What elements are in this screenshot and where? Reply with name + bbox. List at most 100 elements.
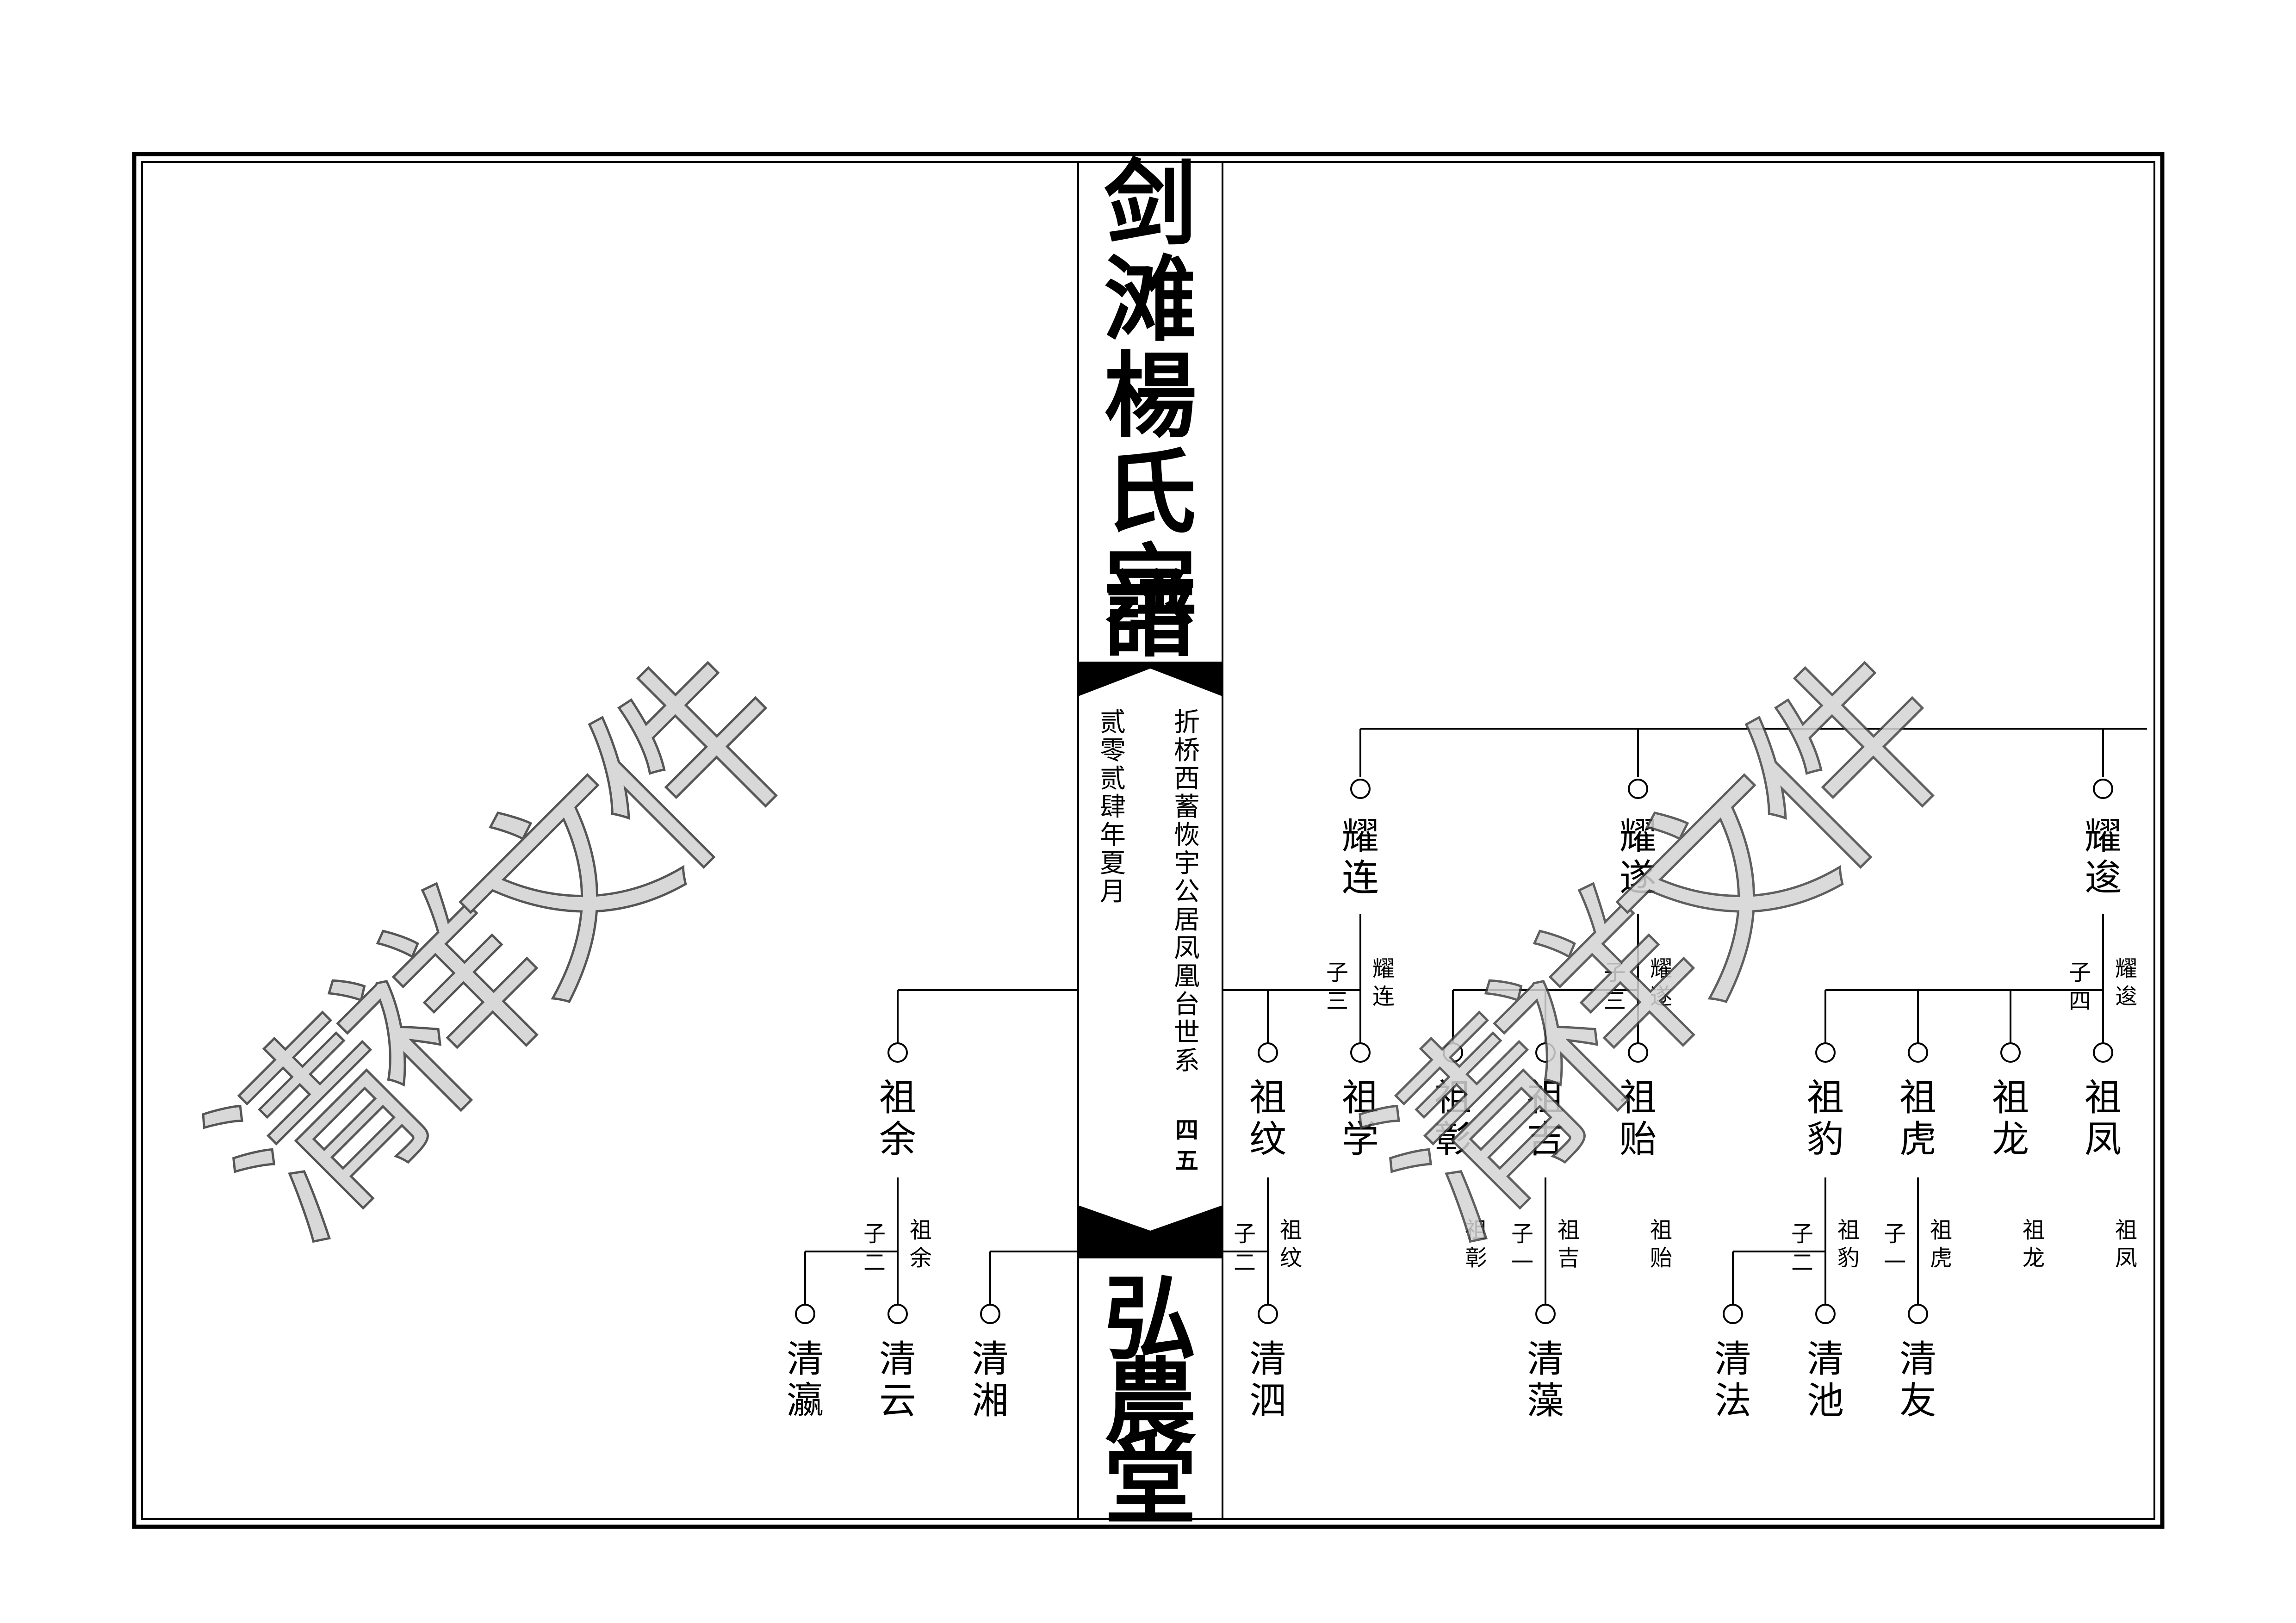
child-count-char: 子 <box>863 1221 886 1247</box>
hall-char: 農 <box>1104 1348 1197 1456</box>
spine-title-char: 譜 <box>1104 561 1197 670</box>
parent-note-char: 耀 <box>1650 956 1672 982</box>
spine-date: 贰 零 贰 肆 年 夏 月 <box>1100 707 1126 907</box>
gen2-node <box>1908 1042 1928 1063</box>
gen3-node <box>980 1304 1000 1324</box>
person-name-char: 清 <box>1899 1338 1936 1381</box>
parent-note-char: 祖 <box>910 1217 932 1243</box>
date-char: 肆 <box>1100 792 1126 822</box>
gen2-node <box>1628 1042 1648 1063</box>
person-name-char: 祖 <box>1342 1076 1379 1119</box>
tree-nodes <box>795 779 2113 1324</box>
person-name-char: 祖 <box>1249 1076 1286 1119</box>
parent-note-char: 祖 <box>1465 1217 1487 1243</box>
person-name-char: 祖 <box>1527 1076 1564 1119</box>
tree-lines <box>804 728 2147 1305</box>
person-name-char: 清 <box>1527 1338 1564 1381</box>
child-count-char: 二 <box>1234 1250 1256 1276</box>
section-char: 公 <box>1174 877 1200 907</box>
date-char: 月 <box>1100 877 1126 907</box>
person-name-char: 凤 <box>2085 1118 2122 1161</box>
parent-note-char: 吉 <box>1558 1245 1580 1271</box>
parent-note-char: 龙 <box>2023 1245 2045 1271</box>
person-name-char: 贻 <box>1620 1118 1657 1161</box>
section-char: 居 <box>1174 905 1200 935</box>
gen2-node <box>1815 1042 1836 1063</box>
gen3-node <box>795 1304 815 1324</box>
person-name-char: 彰 <box>1434 1118 1471 1161</box>
parent-note-char: 纹 <box>1280 1245 1302 1271</box>
person-name-char: 清 <box>1249 1338 1286 1381</box>
date-char: 零 <box>1100 736 1126 766</box>
child-count-char: 子 <box>1511 1221 1533 1247</box>
parent-note-char: 余 <box>910 1245 932 1271</box>
spine-page-number: 四 五 <box>1175 1116 1198 1174</box>
child-count-char: 子 <box>1326 960 1348 985</box>
spine-title-char: 剑 <box>1104 149 1197 258</box>
parent-note-char: 彰 <box>1465 1245 1487 1271</box>
parent-note-char: 祖 <box>1930 1217 1952 1243</box>
gen2-node <box>1535 1042 1556 1063</box>
gen2-node <box>1350 1042 1371 1063</box>
page-number-char: 四 <box>1175 1116 1198 1144</box>
spine-title: 剑 滩 楊 氏 宗 譜 <box>1104 149 1197 670</box>
date-char: 贰 <box>1100 707 1126 737</box>
gen2-node <box>1258 1042 1278 1063</box>
gen2-notes: 子 二 祖 余 子 二 祖 纹 祖 彰 子 一 祖 吉 祖 贻 子 二 祖 豹 … <box>863 1217 2137 1276</box>
gen1-node <box>2093 779 2113 799</box>
gen2-names: 祖 余 祖 纹 祖 学 祖 彰 祖 吉 祖 贻 祖 豹 祖 虎 祖 龙 祖 凤 <box>879 1076 2122 1161</box>
gen1-names: 耀 连 耀 遂 耀 逡 <box>1342 815 2122 899</box>
page-number-char: 五 <box>1175 1147 1198 1174</box>
person-name-char: 祖 <box>1899 1076 1936 1119</box>
person-name-char: 连 <box>1342 856 1379 899</box>
gen1-node <box>1628 779 1648 799</box>
person-name-char: 藻 <box>1527 1379 1564 1422</box>
child-count-char: 一 <box>1511 1250 1533 1276</box>
spine-title-char: 宗 <box>1104 534 1197 643</box>
child-count-char: 三 <box>1604 988 1626 1014</box>
watermark-left: 清 祥 文 件 <box>170 608 844 1282</box>
person-name-char: 逡 <box>2085 856 2122 899</box>
person-name-char: 豹 <box>1807 1118 1844 1161</box>
person-name-char: 虎 <box>1899 1118 1936 1161</box>
person-name-char: 龙 <box>1992 1118 2029 1161</box>
gen3-node <box>1723 1304 1743 1324</box>
gen3-node <box>1908 1304 1928 1324</box>
parent-note-char: 祖 <box>1650 1217 1672 1243</box>
section-char: 宇 <box>1174 849 1200 879</box>
fishtail-bottom <box>1078 1205 1222 1258</box>
person-name-char: 瀛 <box>787 1379 824 1422</box>
parent-note-char: 凤 <box>2115 1245 2137 1271</box>
gen3-node <box>887 1304 908 1324</box>
child-count-char: 子 <box>1234 1221 1256 1247</box>
spine-hall-name: 弘 農 堂 <box>1104 1264 1197 1537</box>
parent-note-char: 祖 <box>1280 1217 1302 1243</box>
section-char: 恢 <box>1174 820 1200 850</box>
person-name-char: 遂 <box>1620 856 1657 899</box>
child-count-char: 子 <box>1604 960 1626 985</box>
person-name-char: 池 <box>1807 1379 1844 1422</box>
person-name-char: 法 <box>1714 1379 1751 1422</box>
inner-border <box>141 161 2155 1520</box>
watermark-right: 清 祥 文 件 <box>1327 608 2001 1282</box>
gen3-node <box>1535 1304 1556 1324</box>
parent-note-char: 耀 <box>1372 956 1395 982</box>
person-name-char: 湘 <box>972 1379 1009 1422</box>
parent-note-char: 祖 <box>2023 1217 2045 1243</box>
parent-note-char: 祖 <box>2115 1217 2137 1243</box>
child-count-char: 二 <box>1791 1250 1813 1276</box>
outer-border <box>132 152 2165 1529</box>
section-char: 蓄 <box>1174 792 1200 822</box>
person-name-char: 友 <box>1899 1379 1936 1422</box>
section-char: 西 <box>1174 764 1200 794</box>
person-name-char: 余 <box>879 1118 916 1161</box>
child-count-char: 四 <box>2069 988 2091 1014</box>
person-name-char: 清 <box>1714 1338 1751 1381</box>
child-count-char: 三 <box>1326 988 1348 1014</box>
spine-title-char: 滩 <box>1104 246 1197 354</box>
person-name-char: 清 <box>879 1338 916 1381</box>
date-char: 夏 <box>1100 849 1126 879</box>
gen1-node <box>1350 779 1371 799</box>
person-name-char: 祖 <box>1620 1076 1657 1119</box>
person-name-char: 泗 <box>1249 1379 1286 1422</box>
